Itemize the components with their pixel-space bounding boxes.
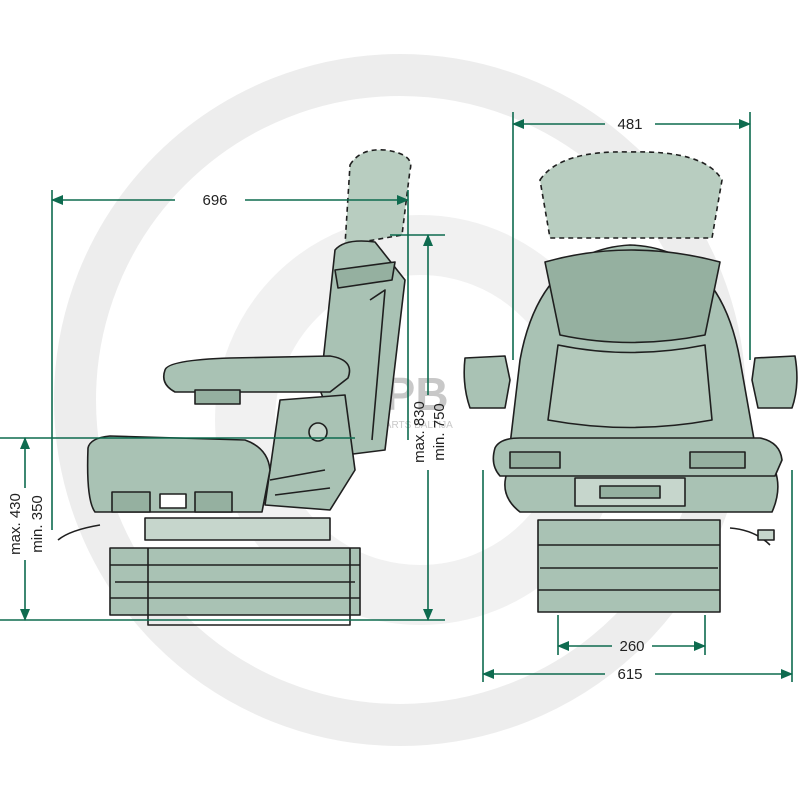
dim-side-height-min: min. 750 [431,403,448,461]
seat-side-view-icon [57,148,412,626]
dim-seat-height-min: min. 350 [29,495,46,553]
dim-front-backrest-width: 481 [617,116,642,133]
watermark-tagline: EURO PARTS BALTIJA [347,420,453,431]
dimension-lines [0,112,793,682]
seat-front-view-icon [463,151,798,613]
dim-side-depth: 696 [202,192,227,209]
dim-side-height-max: max. 830 [411,401,428,463]
dim-seat-height-max: max. 430 [7,493,24,555]
dim-front-total-width: 615 [617,666,642,683]
dim-front-base-width: 260 [619,638,644,655]
